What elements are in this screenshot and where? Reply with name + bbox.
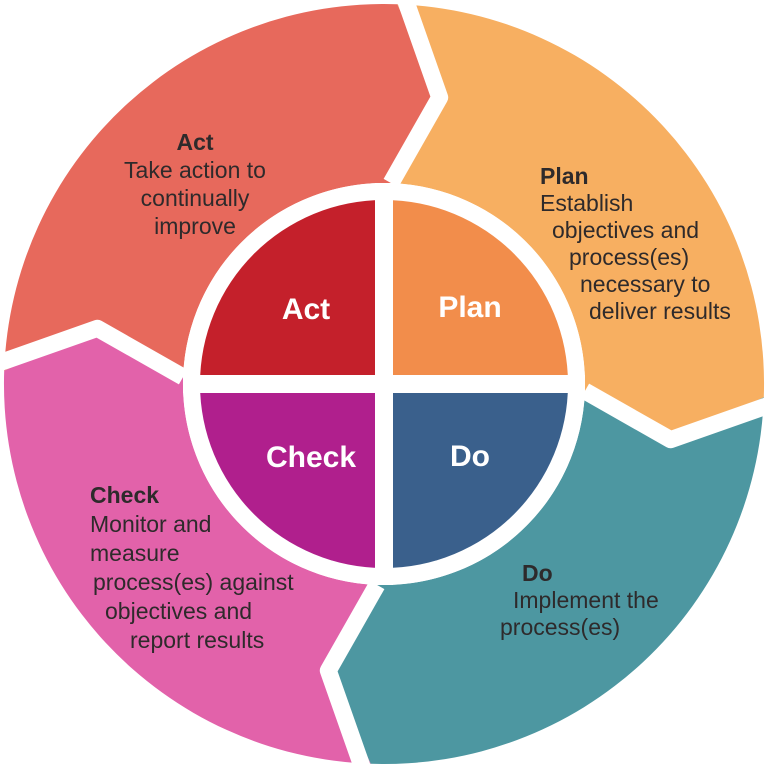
act-inner-quadrant [200, 200, 384, 384]
check-segment-description-line: process(es) against [93, 569, 294, 595]
check-segment-description-line: measure [90, 540, 180, 566]
act-segment-description-line: continually [140, 185, 250, 211]
plan-segment-description-line: deliver results [589, 298, 731, 324]
do-outer-segment [328, 391, 764, 765]
plan-segment-description-line: Establish [540, 190, 634, 216]
act-plan-arrow-divider [383, 0, 449, 188]
check-inner-quadrant [200, 384, 384, 568]
plan-do-arrow-divider [580, 383, 768, 449]
plan-outer-segment [391, 4, 765, 440]
plan-segment-description-line: process(es) [569, 244, 690, 270]
check-act-arrow-divider [0, 319, 188, 385]
do-inner-label: Do [450, 440, 490, 473]
check-segment-description-line: report results [130, 627, 265, 653]
act-segment-label: Act Take action to continually improve [95, 128, 295, 240]
check-segment-description-line: Monitor and [90, 511, 212, 537]
do-segment-description-line: Implement the [513, 587, 659, 613]
do-segment-description-line: process(es) [500, 614, 621, 640]
check-outer-segment [3, 328, 377, 764]
check-inner-label: Check [265, 441, 357, 474]
plan-segment-title: Plan [540, 163, 589, 189]
do-segment-label: Do Implement the process(es) [500, 560, 659, 641]
act-segment-description-line: improve [154, 213, 236, 239]
do-segment-title: Do [522, 560, 553, 586]
act-inner-label: Act [281, 293, 331, 326]
plan-segment-label: Plan Establish objectives and process(es… [540, 163, 731, 325]
check-segment-label: Check Monitor and measure process(es) ag… [90, 481, 294, 655]
plan-inner-label: Plan [438, 291, 502, 324]
check-segment-title: Check [90, 482, 160, 508]
plan-segment-description-line: objectives and [552, 217, 700, 243]
act-outer-segment [4, 3, 440, 377]
do-check-arrow-divider [319, 580, 385, 768]
plan-segment-description-line: necessary to [580, 271, 711, 297]
do-inner-quadrant [384, 384, 568, 568]
act-segment-description-line: Take action to [124, 157, 266, 183]
plan-inner-quadrant [384, 200, 568, 384]
check-segment-description-line: objectives and [105, 598, 253, 624]
act-segment-title: Act [176, 129, 214, 155]
